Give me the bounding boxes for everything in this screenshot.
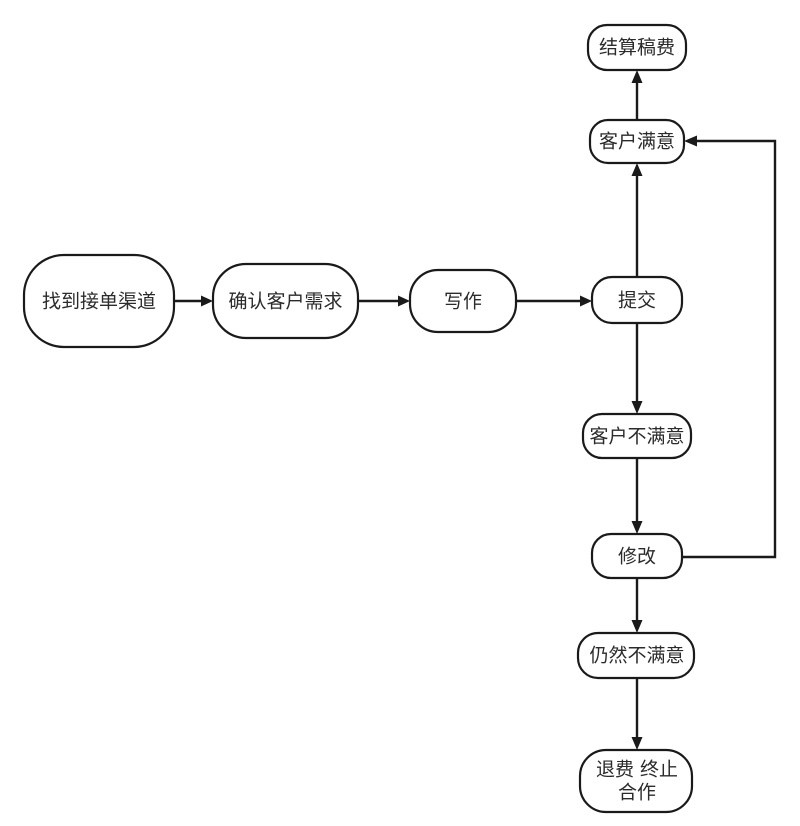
edge-submit-to-unsatisfied — [631, 323, 643, 414]
node-writing-label: 写作 — [444, 291, 482, 313]
node-find-channel-label: 找到接单渠道 — [42, 291, 156, 313]
node-customer-satisfied-label: 客户满意 — [599, 131, 675, 153]
edge-submit-to-satisfied — [631, 163, 643, 277]
node-confirm-needs[interactable]: 确认客户需求 — [211, 262, 360, 340]
edge-still-to-refund — [631, 678, 643, 750]
node-settle-payment-label: 结算稿费 — [599, 37, 675, 59]
edge-revise-to-satisfied — [682, 135, 777, 559]
edge-revise-to-still — [631, 578, 643, 633]
node-still-unsatisfied-label: 仍然不满意 — [589, 645, 684, 667]
node-refund-terminate-label-line1: 退费 终止 — [596, 759, 678, 781]
node-confirm-needs-label: 确认客户需求 — [228, 291, 342, 313]
node-customer-unsatisfied-label: 客户不满意 — [589, 426, 684, 448]
edge-writing-to-submit — [516, 295, 592, 307]
node-revise-label: 修改 — [618, 546, 656, 568]
node-still-unsatisfied[interactable]: 仍然不满意 — [576, 631, 696, 680]
node-find-channel[interactable]: 找到接单渠道 — [22, 253, 176, 349]
node-revise[interactable]: 修改 — [590, 532, 684, 580]
edge-unsatisfied-to-revise — [631, 458, 643, 534]
node-writing[interactable]: 写作 — [408, 268, 518, 334]
node-submit-label: 提交 — [618, 290, 656, 312]
node-customer-unsatisfied[interactable]: 客户不满意 — [581, 412, 693, 460]
node-refund-terminate[interactable]: 退费 终止 合作 — [578, 748, 694, 814]
node-settle-payment[interactable]: 结算稿费 — [586, 23, 688, 72]
node-submit[interactable]: 提交 — [590, 275, 684, 325]
edge-confirm-to-writing — [358, 295, 410, 307]
edge-satisfied-to-settle — [631, 70, 643, 120]
edge-find-to-confirm — [174, 295, 213, 307]
node-refund-terminate-label-line2: 合作 — [618, 782, 656, 804]
node-customer-satisfied[interactable]: 客户满意 — [588, 118, 686, 165]
